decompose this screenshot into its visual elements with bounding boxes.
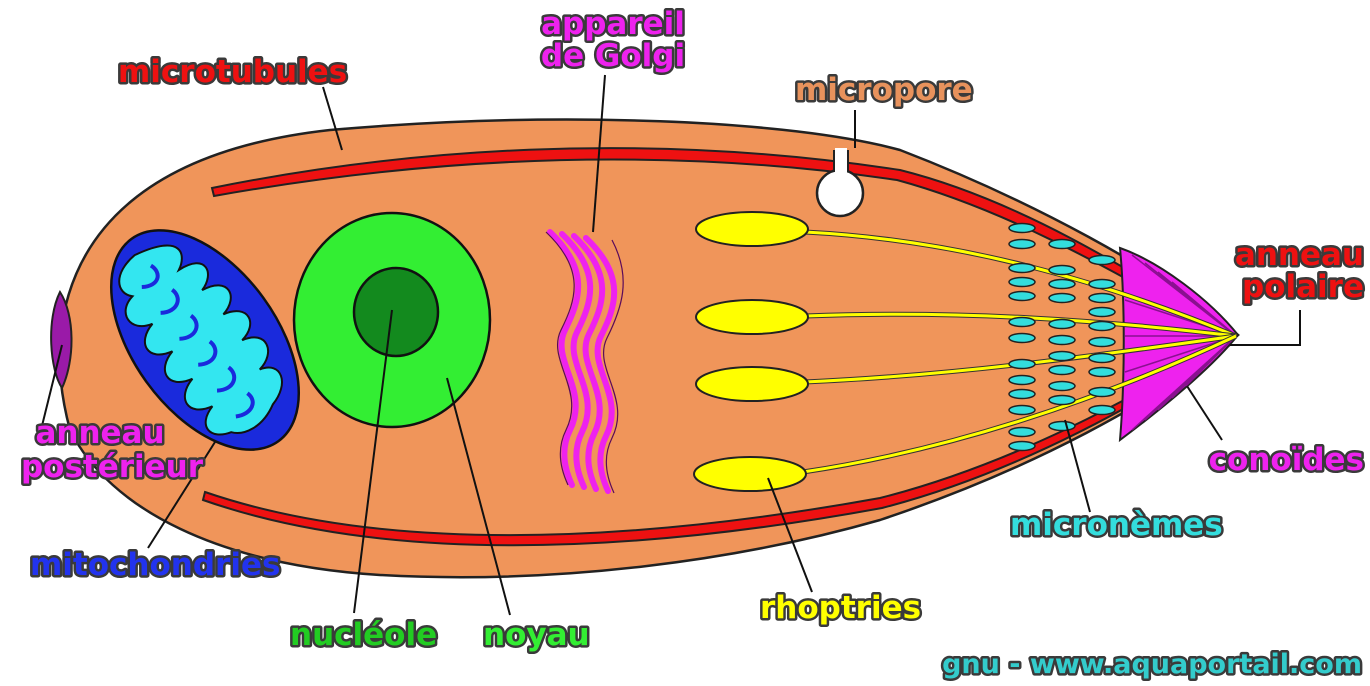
microneme-9 — [1009, 376, 1035, 385]
label-golgi-line1: appareil — [541, 6, 685, 42]
microneme-2 — [1009, 240, 1035, 249]
label-anneau-polaire-line1: anneau — [1235, 237, 1364, 273]
microneme-7 — [1009, 334, 1035, 343]
microneme-10 — [1009, 390, 1035, 399]
rhoptry-4 — [694, 457, 806, 491]
microneme-8 — [1009, 360, 1035, 369]
microneme-6 — [1009, 318, 1035, 327]
credit-text: gnu - www.aquaportail.com — [942, 649, 1362, 680]
microneme-23 — [1049, 396, 1075, 405]
label-golgi-line2: de Golgi — [541, 38, 685, 74]
microneme-3 — [1009, 264, 1035, 273]
label-noyau: noyau — [483, 617, 590, 653]
rhoptry-3 — [696, 367, 808, 401]
microneme-4 — [1009, 278, 1035, 287]
microneme-1 — [1009, 224, 1035, 233]
rhoptry-1 — [696, 212, 808, 246]
microneme-14 — [1049, 240, 1075, 249]
microneme-34 — [1089, 406, 1115, 415]
microneme-12 — [1009, 428, 1035, 437]
microneme-26 — [1089, 280, 1115, 289]
microneme-13 — [1009, 442, 1035, 451]
nucleole-icon — [354, 268, 438, 356]
label-nucleole: nucléole — [290, 617, 437, 653]
microneme-32 — [1089, 368, 1115, 377]
label-mitochondries: mitochondries — [30, 547, 280, 583]
rhoptry-2 — [696, 300, 808, 334]
microneme-16 — [1049, 280, 1075, 289]
microneme-27 — [1089, 294, 1115, 303]
microneme-30 — [1089, 338, 1115, 347]
label-anneau-polaire-line2: polaire — [1242, 269, 1364, 305]
microneme-33 — [1089, 388, 1115, 397]
label-micronemes: micronèmes — [1010, 507, 1223, 543]
label-rhoptries: rhoptries — [760, 590, 921, 626]
label-conoides: conoïdes — [1209, 442, 1364, 478]
microneme-18 — [1049, 320, 1075, 329]
label-anneau-posterieur-line1: anneau — [35, 415, 164, 451]
microneme-31 — [1089, 354, 1115, 363]
microneme-21 — [1049, 366, 1075, 375]
microneme-5 — [1009, 292, 1035, 301]
microneme-29 — [1089, 322, 1115, 331]
microneme-24 — [1049, 422, 1075, 431]
label-anneau-posterieur-line2: postérieur — [21, 449, 204, 485]
microneme-20 — [1049, 352, 1075, 361]
microneme-19 — [1049, 336, 1075, 345]
microneme-22 — [1049, 382, 1075, 391]
microneme-15 — [1049, 266, 1075, 275]
microneme-17 — [1049, 294, 1075, 303]
microneme-28 — [1089, 308, 1115, 317]
label-micropore: micropore — [795, 72, 973, 108]
microneme-11 — [1009, 406, 1035, 415]
label-microtubules: microtubules — [118, 54, 347, 90]
microneme-25 — [1089, 256, 1115, 265]
